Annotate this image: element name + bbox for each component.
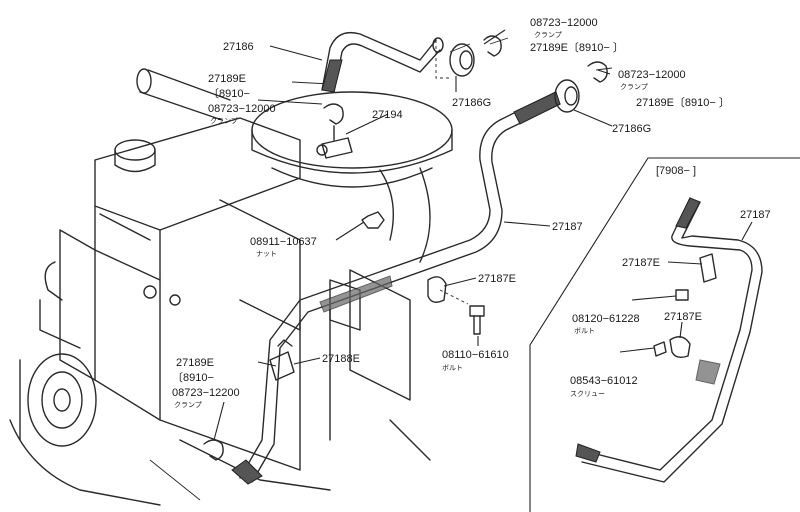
label-08723-right-desc: クランプ: [620, 83, 648, 91]
label-27186G-a: 27186G: [452, 97, 491, 109]
label-08543: 08543−61012: [570, 375, 638, 387]
label-08723-lower-desc: クランプ: [174, 401, 202, 409]
hose-27186: [321, 31, 444, 93]
inset-bolt-08120: [675, 289, 689, 301]
grommet-27186G-b: [554, 79, 580, 113]
label-27189E-right: 27189E〔8910− 〕: [636, 96, 730, 109]
label-08723-top-desc: クランプ: [534, 31, 562, 39]
bolt-08110: [439, 289, 485, 335]
label-27187-main: 27187: [552, 221, 583, 233]
label-27187E-inset-lower: 27187E: [664, 311, 702, 323]
label-08911: 08911−10637: [250, 236, 317, 248]
valve-27194: [316, 125, 353, 159]
clamp-08723-top: [483, 35, 509, 57]
dashed-connector: [435, 40, 452, 79]
hose-27187-main: [231, 91, 561, 485]
label-08911-desc: ナット: [256, 250, 277, 258]
label-27189E-lower: 27189E: [176, 357, 214, 369]
label-08723-top: 08723−12000: [530, 17, 598, 29]
leader-lines: [213, 29, 753, 441]
joint-27188E: [269, 339, 295, 381]
label-08723-lower: 08723−12200: [172, 387, 240, 399]
engine-block-drawing: [9, 68, 453, 506]
inset-hose-27187: [575, 197, 763, 483]
grommet-27186G-a: [449, 43, 475, 77]
inset-bracket-27187E-lower: [669, 336, 691, 359]
label-27188E: 27188E: [322, 353, 360, 365]
label-27187E-inset: 27187E: [622, 257, 660, 269]
label-27187E: 27187E: [478, 273, 516, 285]
label-08120-desc: ボルト: [574, 327, 595, 335]
label-27186: 27186: [223, 41, 254, 53]
label-08110: 08110−61610: [442, 349, 509, 361]
label-27189E-left: 27189E: [208, 73, 246, 85]
clamp-08723-left: [323, 103, 344, 125]
clamp-08723-right: [587, 61, 613, 83]
inset-screw-08543: [653, 341, 667, 357]
clamp-08723-lower: [203, 439, 224, 461]
label-27189E-left-date: 〔8910−: [208, 87, 250, 100]
bracket-27187E: [427, 276, 447, 303]
inset-frame: [529, 157, 800, 512]
label-27194: 27194: [372, 109, 403, 121]
label-08110-desc: ボルト: [442, 364, 463, 372]
label-27189E-lower-date: 〔8910−: [172, 371, 214, 384]
label-08723-left-desc: クランプ: [210, 117, 238, 125]
inset-bracket-27187E: [699, 253, 717, 283]
nut-08911: [361, 211, 385, 229]
label-08543-desc: スクリュー: [570, 390, 605, 398]
label-27189E-top: 27189E〔8910− 〕: [530, 41, 624, 54]
label-08723-right: 08723−12000: [618, 69, 686, 81]
label-27186G-b: 27186G: [612, 123, 651, 135]
label-08723-left: 08723−12000: [208, 103, 276, 115]
inset-date-range: [7908− ]: [656, 165, 696, 177]
label-08120: 08120−61228: [572, 313, 640, 325]
label-27187-inset: 27187: [740, 209, 771, 221]
